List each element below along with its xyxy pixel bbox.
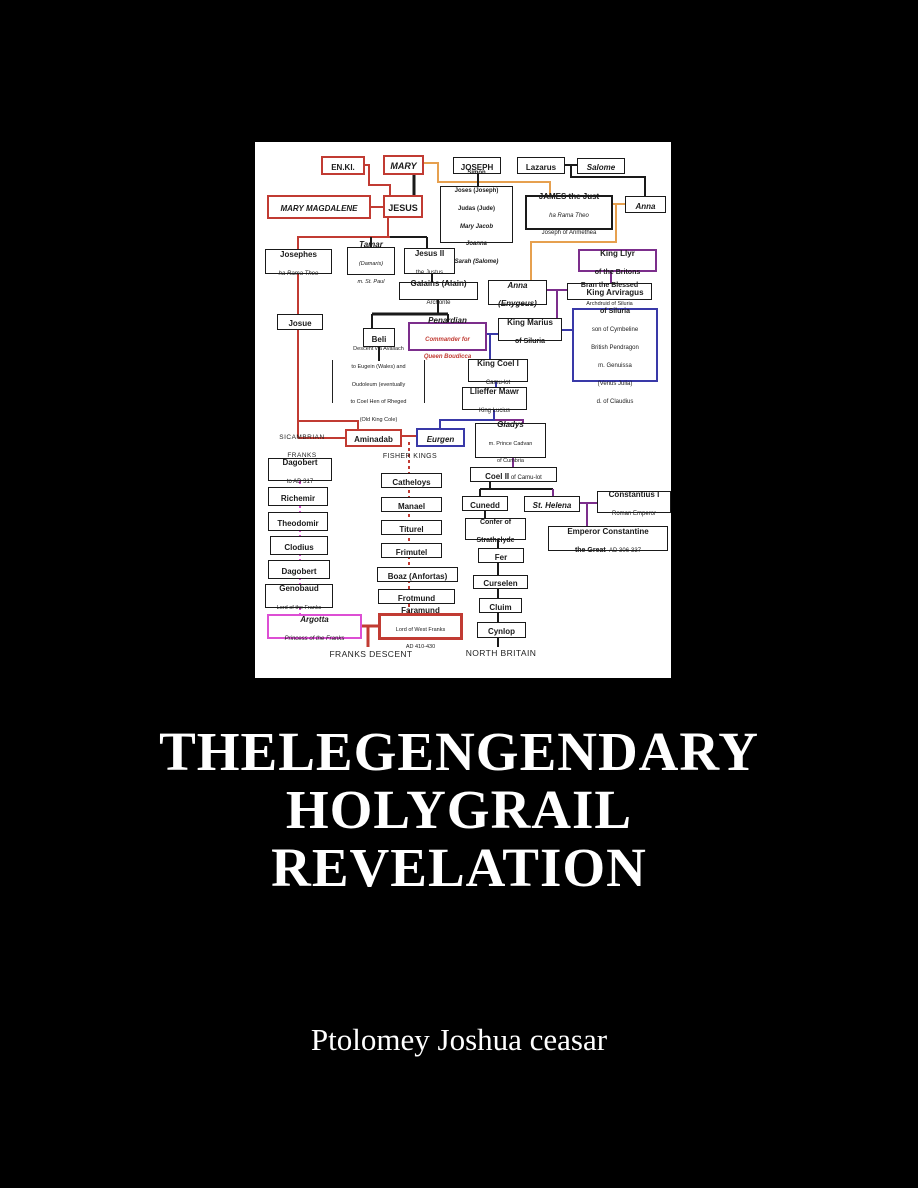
node-fisher-kings-label: FISHER KINGS [382, 452, 438, 460]
node-north-britain-label: NORTH BRITAIN [465, 647, 537, 658]
node-galains: Galains (Alain)Archonte [399, 279, 478, 306]
node-cunedd: Cunedd [462, 496, 508, 511]
node-mary: MARY [383, 155, 424, 175]
node-manael: Manael [381, 497, 442, 512]
node-mary-magdalene: MARY MAGDALENE [267, 195, 371, 219]
node-richemir: Richemir [268, 487, 328, 506]
node-theodomir: Theodomir [268, 512, 328, 531]
node-clodius: Clodius [270, 536, 328, 555]
node-eurgen: Eurgen [416, 428, 465, 447]
node-lazarus: Lazarus [517, 157, 565, 174]
title-line-2: HOLYGRAIL [285, 779, 633, 840]
node-cynlop: Cynlop [477, 622, 526, 638]
node-frimutel: Frimutel [381, 543, 442, 558]
title-line-1: THELEGENGENDARY [159, 721, 759, 782]
title-line-3: REVELATION [271, 837, 647, 898]
node-tamar: Tamar(Damaris)m. St. Paul [347, 240, 395, 285]
node-st-helena: St. Helena [524, 496, 580, 512]
node-beli: Beli [363, 328, 395, 347]
node-coel-ii: Coel II of Camu-lot [470, 467, 557, 482]
author-name: Ptolomey Joshua ceasar [310, 1022, 608, 1057]
node-joseph: JOSEPH [453, 157, 501, 174]
node-curselen: Curselen [473, 575, 528, 589]
node-dagobert-ii: Dagobert [268, 560, 330, 579]
node-franks-descent-label: FRANKS DESCENT [329, 648, 413, 659]
node-anna-enygeus: Anna(Enygeus) [488, 280, 547, 307]
node-anna: Anna [625, 196, 666, 213]
node-aminadab: Aminadab [345, 429, 402, 447]
node-josue: Josue [277, 314, 323, 330]
node-catheloys: Catheloys [381, 473, 442, 488]
node-titurel: Titurel [381, 520, 442, 535]
node-frotmund: Frotmund [378, 589, 455, 604]
node-cluim: Cluim [479, 598, 522, 613]
node-salome: Salome [577, 158, 625, 174]
node-enki: EN.KI. [321, 156, 365, 175]
node-boaz: Boaz (Anfortas) [377, 567, 458, 582]
node-jesus: JESUS [383, 195, 423, 218]
book-title: THELEGENGENDARY HOLYGRAIL REVELATION [0, 723, 918, 897]
node-fer: Fer [478, 548, 524, 563]
